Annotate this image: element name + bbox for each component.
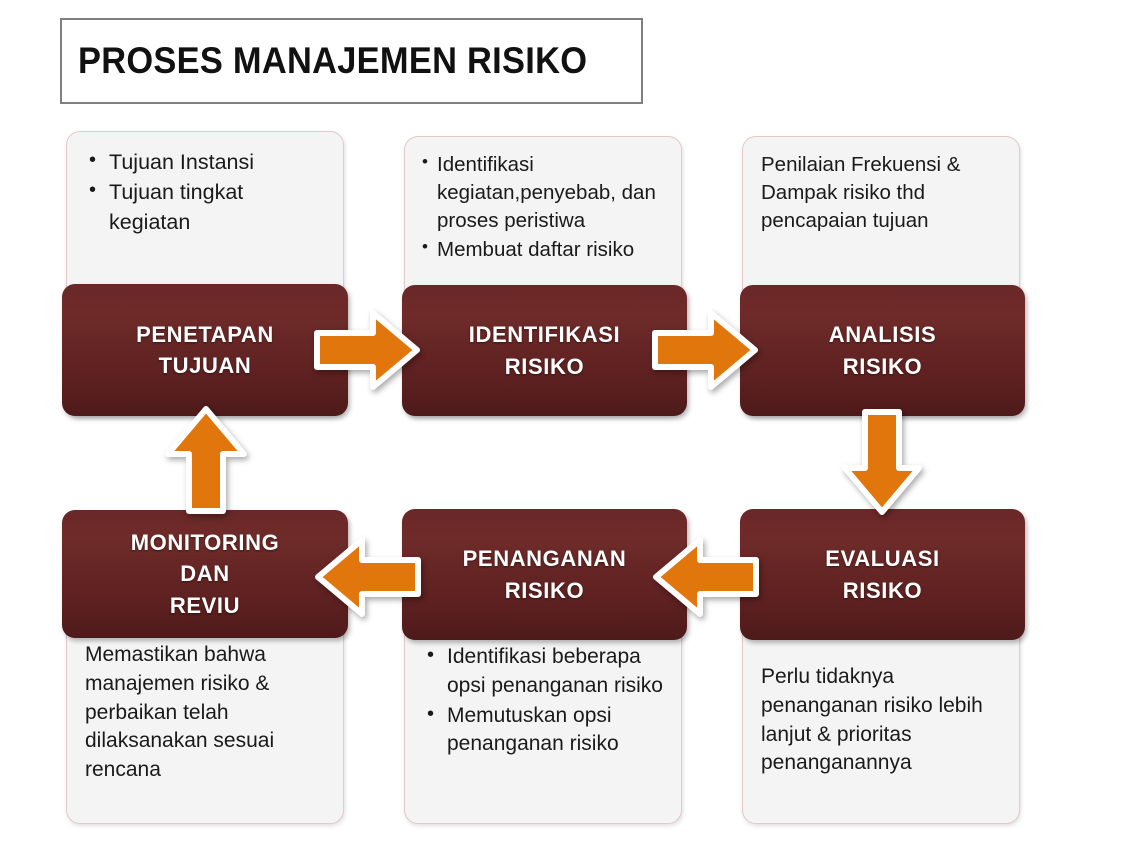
band-line: TUJUAN bbox=[158, 353, 252, 378]
band-line: RISIKO bbox=[842, 353, 923, 379]
arrow-right-icon bbox=[652, 310, 758, 390]
step-band-label-penanganan-risiko: PENANGANAN RISIKO bbox=[463, 543, 627, 605]
card-text-penetapan-tujuan: Tujuan Instansi Tujuan tingkat kegiatan bbox=[67, 132, 343, 248]
arrow-left-icon bbox=[653, 537, 759, 617]
step-band-evaluasi-risiko[interactable]: EVALUASI RISIKO bbox=[740, 509, 1025, 640]
step-band-label-penetapan-tujuan: PENETAPAN TUJUAN bbox=[136, 319, 274, 381]
band-line: RISIKO bbox=[504, 577, 585, 603]
list-item: Membuat daftar risiko bbox=[422, 235, 667, 264]
card-text-penanganan-risiko: Identifikasi beberapa opsi penanganan ri… bbox=[405, 513, 681, 770]
band-line: RISIKO bbox=[504, 353, 585, 379]
page-title: PROSES MANAJEMEN RISIKO bbox=[78, 40, 588, 81]
band-line: DAN bbox=[180, 561, 230, 587]
band-line: RISIKO bbox=[842, 577, 923, 603]
arrow-left-icon-penanganan-to-monitoring bbox=[314, 534, 422, 620]
card-text-monitoring-dan-reviu: Memastikan bahwa manajemen risiko & perb… bbox=[67, 513, 343, 795]
arrow-right-icon-identifikasi-to-analisis bbox=[651, 307, 759, 393]
arrow-right-icon bbox=[314, 310, 420, 390]
list-item: Identifikasi kegiatan,penyebab, dan pros… bbox=[422, 150, 667, 235]
band-line: MONITORING bbox=[130, 530, 280, 556]
arrow-left-icon-evaluasi-to-penanganan bbox=[652, 534, 760, 620]
arrow-up-icon bbox=[165, 406, 247, 514]
card-paragraph: Penilaian Frekuensi & Dampak risiko thd … bbox=[761, 153, 961, 233]
page-title-box: PROSES MANAJEMEN RISIKO bbox=[60, 18, 643, 104]
list-item: Tujuan tingkat kegiatan bbox=[89, 177, 329, 237]
arrow-down-icon-analisis-to-evaluasi bbox=[839, 408, 925, 516]
bullet-list-penanganan-risiko: Identifikasi beberapa opsi penanganan ri… bbox=[419, 642, 667, 760]
list-item: Memutuskan opsi penanganan risiko bbox=[427, 701, 667, 760]
band-line: IDENTIFIKASI bbox=[468, 322, 621, 348]
step-band-label-analisis-risiko: ANALISIS RISIKO bbox=[829, 319, 936, 381]
list-item: Identifikasi beberapa opsi penanganan ri… bbox=[427, 642, 667, 701]
step-band-identifikasi-risiko[interactable]: IDENTIFIKASI RISIKO bbox=[402, 285, 687, 416]
list-item: Tujuan Instansi bbox=[89, 147, 329, 177]
band-line: PENETAPAN bbox=[136, 321, 274, 347]
bullet-list-identifikasi-risiko: Identifikasi kegiatan,penyebab, dan pros… bbox=[419, 150, 667, 264]
step-band-penetapan-tujuan[interactable]: PENETAPAN TUJUAN bbox=[62, 284, 348, 416]
arrow-down-icon bbox=[842, 409, 922, 515]
arrow-left-icon bbox=[315, 537, 421, 617]
bullet-list-penetapan-tujuan: Tujuan Instansi Tujuan tingkat kegiatan bbox=[81, 147, 329, 237]
arrow-up-icon-monitoring-to-penetapan bbox=[163, 404, 249, 516]
card-paragraph: Perlu tidaknya penanganan risiko lebih l… bbox=[761, 665, 983, 775]
card-text-evaluasi-risiko: Perlu tidaknya penanganan risiko lebih l… bbox=[743, 513, 1019, 788]
card-paragraph: Memastikan bahwa manajemen risiko & perb… bbox=[85, 643, 275, 782]
band-line: REVIU bbox=[169, 592, 241, 618]
step-band-label-evaluasi-risiko: EVALUASI RISIKO bbox=[825, 543, 939, 605]
card-text-identifikasi-risiko: Identifikasi kegiatan,penyebab, dan pros… bbox=[405, 137, 681, 275]
band-line: ANALISIS bbox=[828, 322, 937, 348]
band-line: EVALUASI bbox=[825, 546, 940, 572]
arrow-right-icon-penetapan-to-identifikasi bbox=[313, 307, 421, 393]
card-text-analisis-risiko: Penilaian Frekuensi & Dampak risiko thd … bbox=[743, 137, 1019, 245]
step-band-label-monitoring-dan-reviu: MONITORING DAN REVIU bbox=[131, 527, 280, 621]
step-band-penanganan-risiko[interactable]: PENANGANAN RISIKO bbox=[402, 509, 687, 640]
step-band-analisis-risiko[interactable]: ANALISIS RISIKO bbox=[740, 285, 1025, 416]
step-band-monitoring-dan-reviu[interactable]: MONITORING DAN REVIU bbox=[62, 510, 348, 638]
step-band-label-identifikasi-risiko: IDENTIFIKASI RISIKO bbox=[469, 319, 620, 381]
band-line: PENANGANAN bbox=[462, 546, 627, 572]
